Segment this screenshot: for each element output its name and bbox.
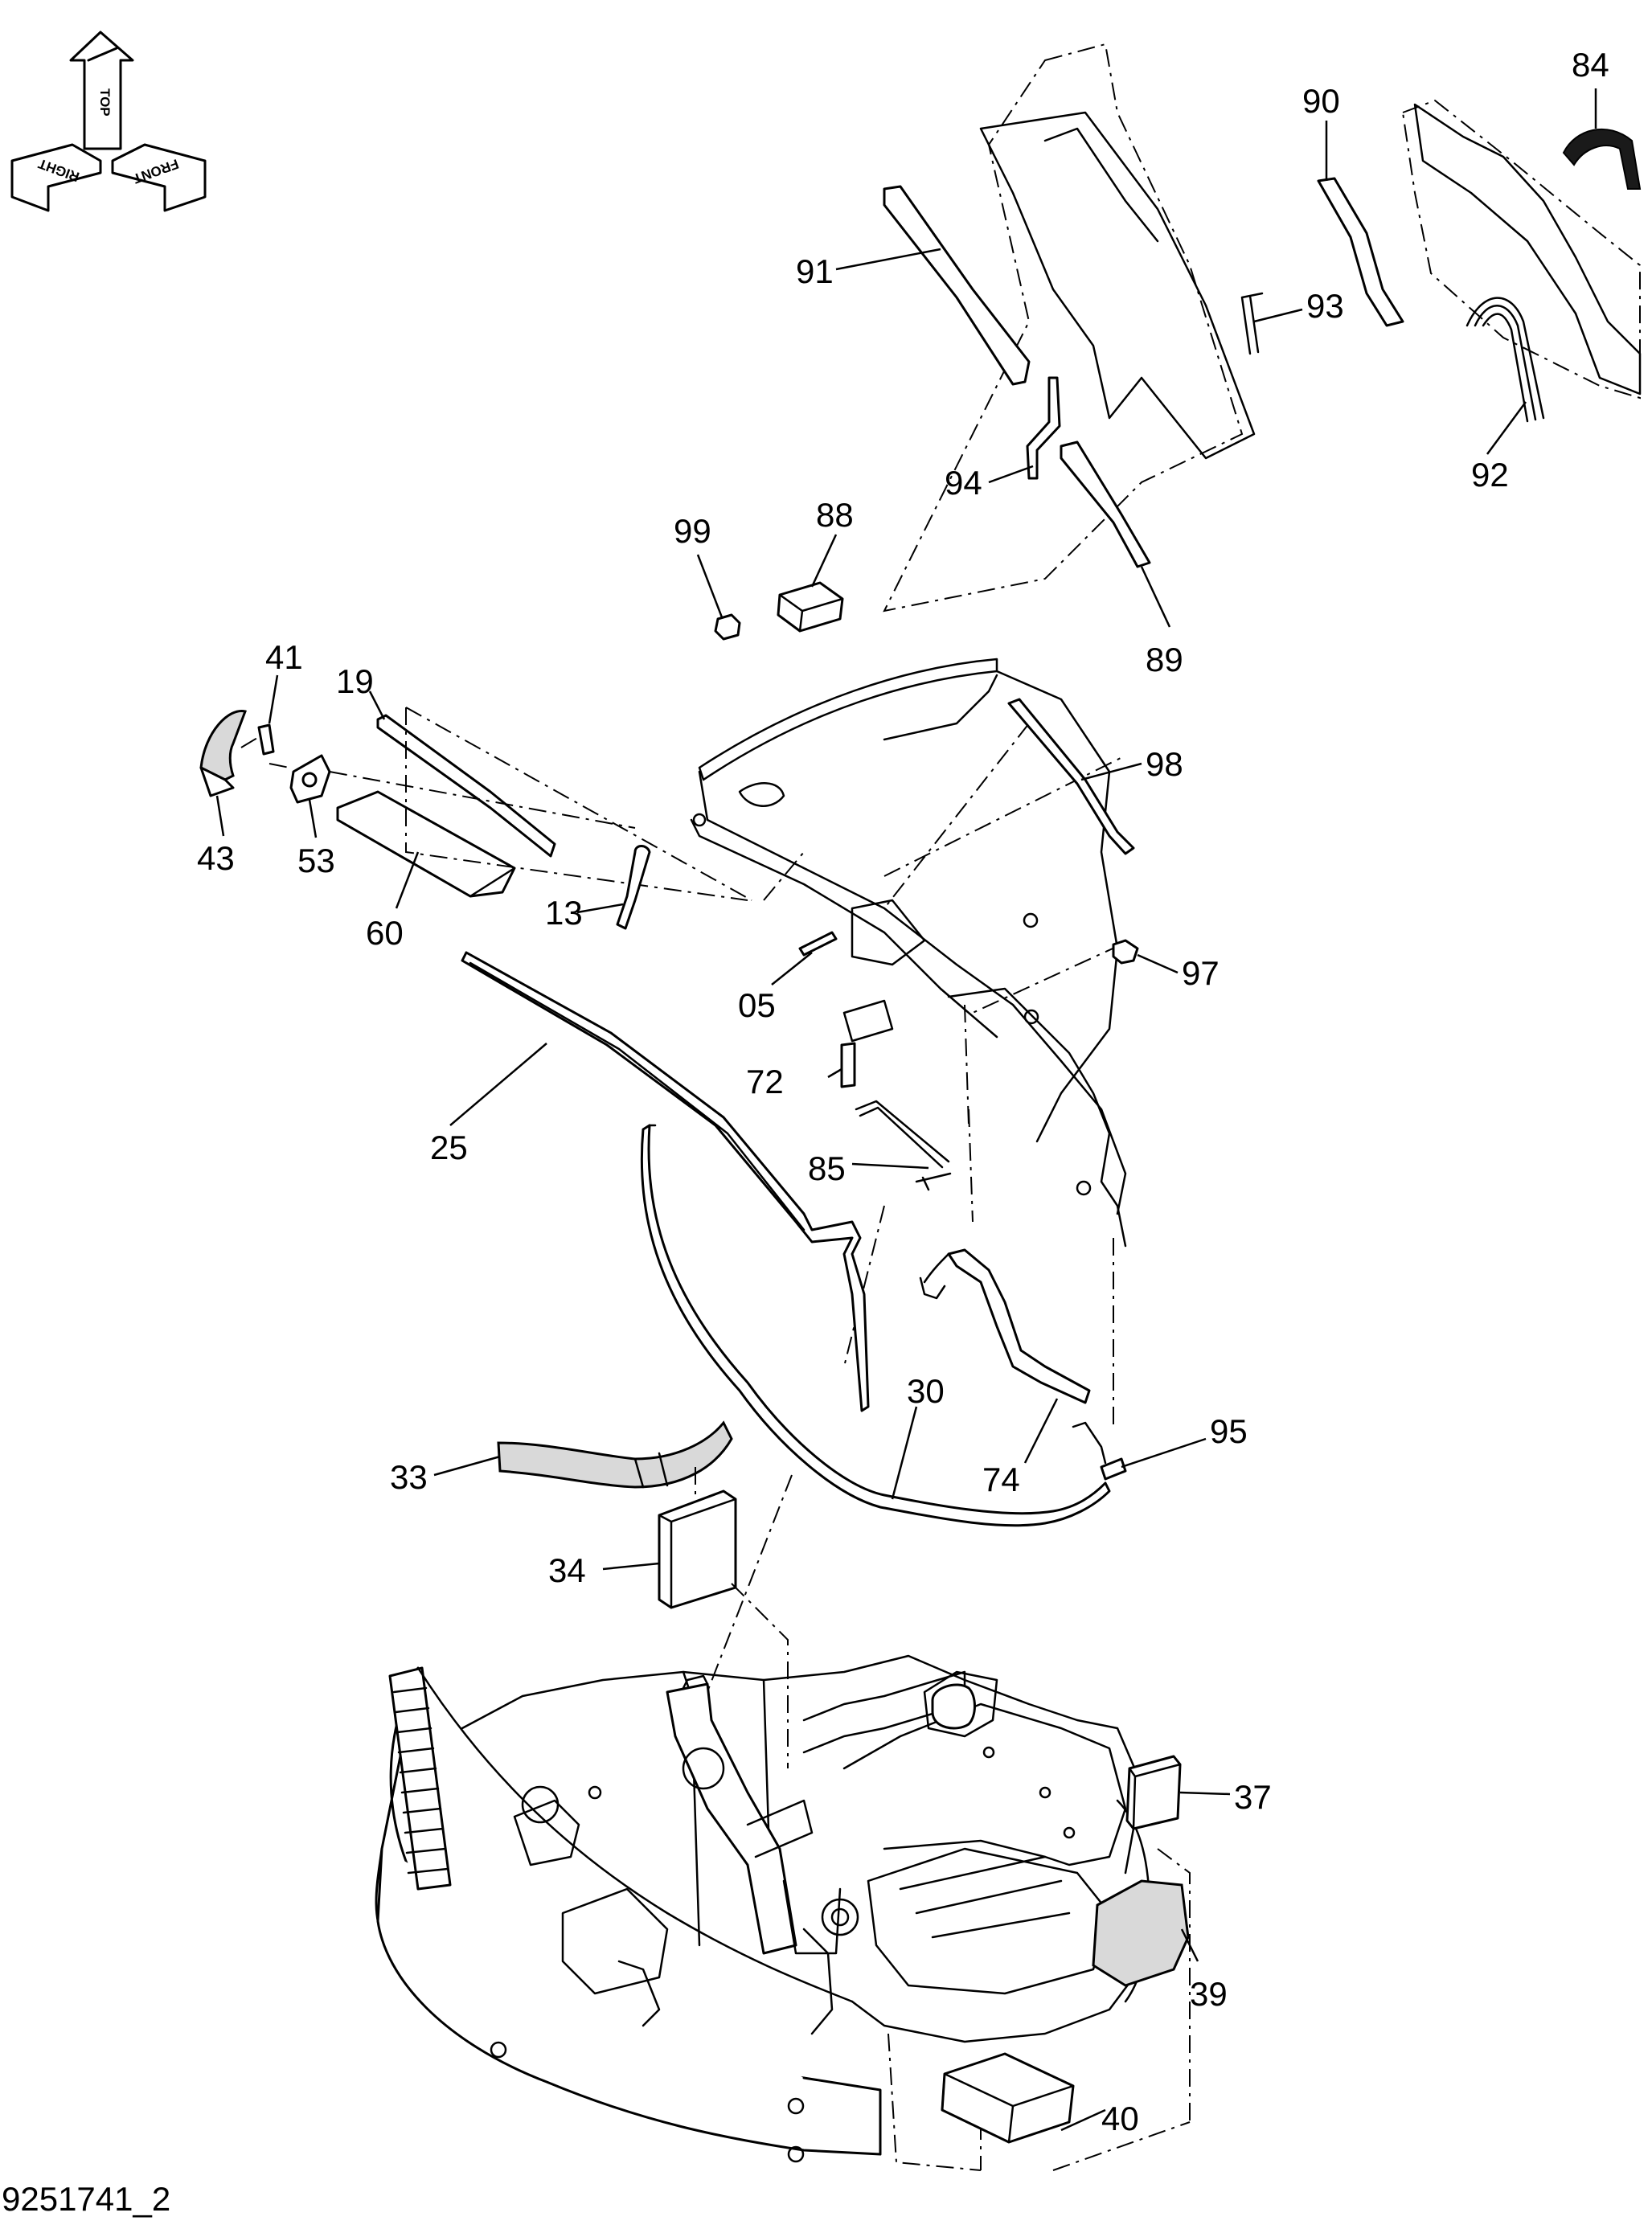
callout-53: 53 — [297, 842, 335, 879]
part-39-foam-block: 39 — [1092, 1879, 1228, 2013]
part-53-bracket: 53 — [289, 754, 335, 879]
callout-94: 94 — [945, 464, 982, 502]
part-40-foam-block: 40 — [941, 2052, 1139, 2144]
part-25-seal: 25 — [430, 951, 870, 1412]
part-89-strip: 89 — [1060, 440, 1183, 678]
callout-88: 88 — [816, 496, 854, 534]
part-97-clip: 97 — [1112, 939, 1220, 992]
lower-phantom-guides — [695, 1467, 1191, 2171]
middle-phantom-guides — [763, 723, 1126, 1431]
callout-60: 60 — [366, 914, 404, 952]
callout-39: 39 — [1190, 1975, 1228, 2013]
upper-phantom-panel — [883, 43, 1642, 613]
callout-13: 13 — [545, 894, 583, 932]
callout-92: 92 — [1471, 456, 1509, 494]
callout-93: 93 — [1306, 287, 1344, 325]
orientation-indicator: TOP RIGHT FRONT — [10, 31, 207, 212]
callout-95: 95 — [1210, 1412, 1248, 1450]
part-92-seal: 92 — [1465, 297, 1545, 494]
part-41-clip: 41 — [257, 638, 303, 756]
part-05-strip: 05 — [738, 931, 838, 1024]
part-33-foam-strip: 33 — [390, 1420, 733, 1496]
drawing-id: 9251741_2 — [2, 2180, 171, 2218]
part-60-foam: 60 — [336, 790, 516, 952]
callout-99: 99 — [674, 512, 711, 550]
callout-40: 40 — [1101, 2100, 1139, 2137]
callout-97: 97 — [1182, 954, 1220, 992]
part-43-bracket: 43 — [197, 709, 247, 877]
part-34-foam-block: 34 — [548, 1489, 737, 1609]
callout-84: 84 — [1572, 46, 1609, 84]
part-13-hook: 13 — [545, 845, 651, 932]
callout-89: 89 — [1146, 641, 1183, 678]
callout-37: 37 — [1234, 1778, 1272, 1816]
part-94-strip: 94 — [945, 376, 1061, 502]
part-84-seal: 84 — [1562, 46, 1642, 190]
part-37-foam-block: 37 — [1125, 1755, 1272, 1830]
callout-19: 19 — [336, 662, 374, 700]
callout-25: 25 — [430, 1129, 468, 1166]
part-85-rods: 85 — [808, 1100, 952, 1191]
callout-91: 91 — [796, 252, 834, 290]
callout-72: 72 — [746, 1063, 784, 1100]
part-19-strip: 19 — [336, 662, 556, 858]
callout-90: 90 — [1302, 82, 1340, 120]
part-74-strip: 74 — [919, 1248, 1091, 1498]
machine-upper-structure — [375, 1654, 1151, 2163]
part-91-strip: 91 — [796, 185, 1031, 386]
part-93-clip: 93 — [1240, 287, 1344, 355]
part-88-block: 88 — [777, 496, 854, 633]
orientation-top-label: TOP — [97, 88, 113, 117]
callout-74: 74 — [982, 1461, 1020, 1498]
part-30-seal: 30 — [640, 1124, 1111, 1527]
part-90-strip: 90 — [1302, 82, 1404, 327]
callout-05: 05 — [738, 986, 776, 1024]
callout-41: 41 — [265, 638, 303, 676]
callout-34: 34 — [548, 1551, 586, 1589]
callout-43: 43 — [197, 839, 235, 877]
callout-30: 30 — [907, 1372, 945, 1410]
callout-85: 85 — [808, 1149, 846, 1187]
part-95-clip: 95 — [1072, 1412, 1248, 1481]
middle-cowl-panel — [690, 658, 1127, 1248]
part-72-block: 72 — [746, 1042, 856, 1100]
grille-louvers — [388, 1666, 452, 1891]
part-98-strip: 98 — [1007, 698, 1183, 855]
callout-33: 33 — [390, 1458, 428, 1496]
part-99-clip: 99 — [674, 512, 741, 641]
callout-98: 98 — [1146, 745, 1183, 783]
